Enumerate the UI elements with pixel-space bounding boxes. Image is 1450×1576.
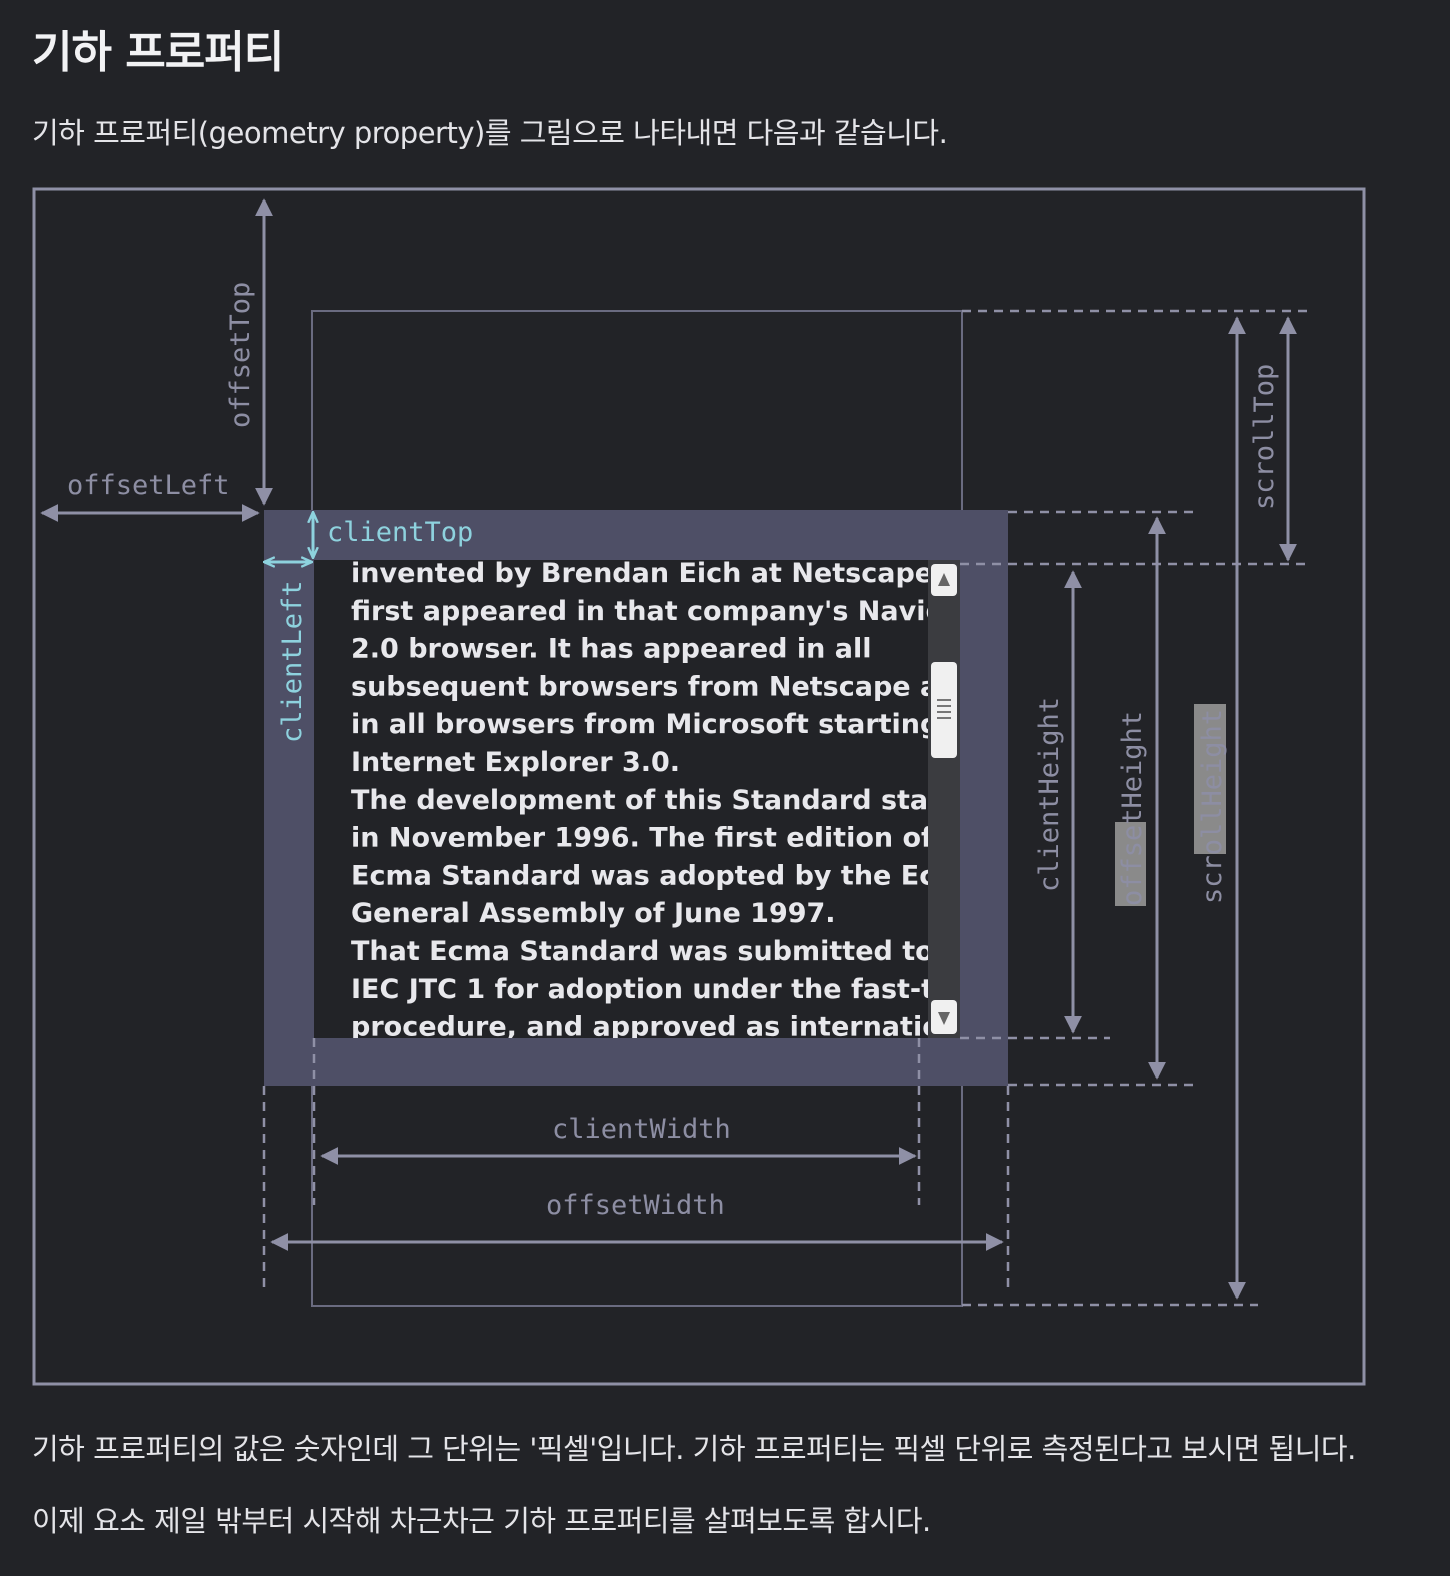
offsetWidth-label: offsetWidth xyxy=(546,1190,725,1221)
page-title: 기하 프로퍼티 xyxy=(32,27,284,78)
triangle-down-icon xyxy=(938,1012,950,1025)
scrollbar[interactable] xyxy=(928,560,960,1038)
content-line: subsequent browsers from Netscape and xyxy=(351,671,977,702)
offsetTop-label: offsetTop xyxy=(225,282,256,428)
content-line: The development of this Standard started xyxy=(351,785,992,816)
scrollHeight-highlight xyxy=(1194,704,1226,854)
client-accent-arrows xyxy=(264,512,313,562)
clientTop-label: clientTop xyxy=(327,517,473,548)
triangle-up-icon xyxy=(938,573,950,586)
content-text: invented by Brendan Eich at Netscape and… xyxy=(351,558,1015,1043)
guide-lines xyxy=(262,309,1310,1307)
offsetHeight-highlight xyxy=(1115,822,1146,906)
clientHeight-label: clientHeight xyxy=(1034,697,1065,892)
diagram-frame xyxy=(32,187,1366,1386)
scrollHeight-label: scrollHeight xyxy=(1197,709,1228,904)
offsetLeft-label: offsetLeft xyxy=(67,470,230,501)
content-line: General Assembly of June 1997. xyxy=(351,898,836,929)
content-line: in November 1996. The first edition of t… xyxy=(351,823,1000,854)
note-paragraph-2: 이제 요소 제일 밖부터 시작해 차근차근 기하 프로퍼티를 살펴보도록 합시다… xyxy=(32,1504,931,1538)
content-line: in all browsers from Microsoft starting … xyxy=(351,709,1015,740)
intro-paragraph: 기하 프로퍼티(geometry property)를 그림으로 나타내면 다음… xyxy=(32,116,948,150)
dimension-arrows xyxy=(40,198,1297,1300)
element-content-box xyxy=(314,560,960,1038)
content-line: first appeared in that company's Navigat… xyxy=(351,596,1008,627)
content-line: invented by Brendan Eich at Netscape and xyxy=(351,558,999,589)
grip-lines-icon xyxy=(937,699,951,719)
content-line: Ecma Standard was adopted by the Ecma xyxy=(351,860,982,891)
clientLeft-label: clientLeft xyxy=(277,580,308,743)
geometry-diagram: invented by Brendan Eich at Netscape and… xyxy=(32,187,1366,1386)
content-line: 2.0 browser. It has appeared in all xyxy=(351,634,872,665)
content-line: IEC JTC 1 for adoption under the fast-tr… xyxy=(351,974,1001,1005)
clientWidth-label: clientWidth xyxy=(552,1114,731,1145)
scrollTop-label: scrollTop xyxy=(1249,364,1280,510)
note-paragraph-1: 기하 프로퍼티의 값은 숫자인데 그 단위는 '픽셀'입니다. 기하 프로퍼티는… xyxy=(32,1432,1356,1466)
offsetHeight-label: offsetHeight xyxy=(1117,711,1148,906)
scroll-thumb[interactable] xyxy=(931,662,957,758)
content-line: That Ecma Standard was submitted to ISO/ xyxy=(351,936,1006,967)
content-line: Internet Explorer 3.0. xyxy=(351,747,680,778)
content-line: procedure, and approved as international xyxy=(351,1012,987,1043)
